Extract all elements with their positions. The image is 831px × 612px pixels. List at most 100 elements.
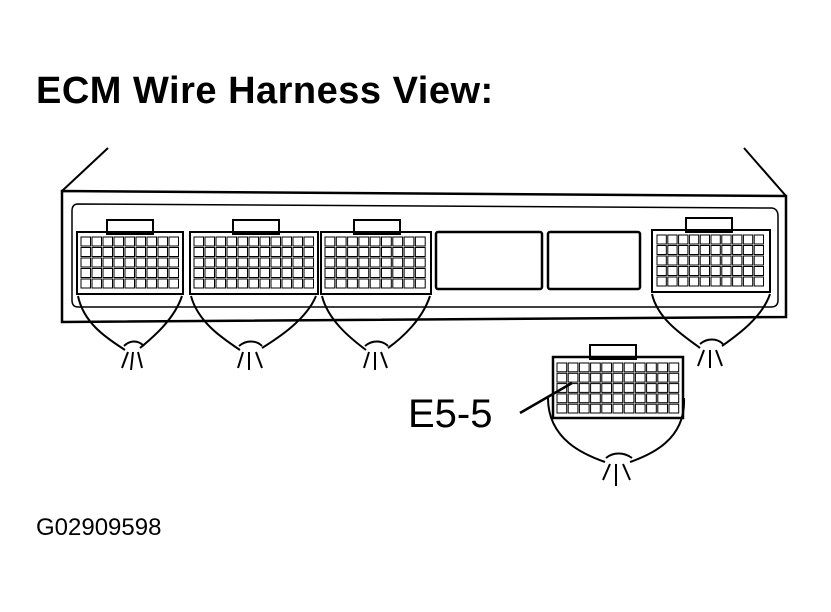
connector-pin-cell — [710, 234, 721, 245]
connector-pin-cell — [358, 247, 370, 257]
connector-pin-cell — [80, 268, 91, 278]
connector-pin-cell — [358, 236, 370, 247]
connector-pin-cell — [732, 276, 743, 287]
connector-pin-cell — [742, 234, 754, 245]
connector-pin-cell — [667, 276, 678, 287]
connector-pin-cell — [742, 255, 754, 266]
connector-pin-cell — [381, 268, 392, 278]
connector-pin-cell — [157, 278, 168, 289]
connector-pin-cell — [113, 247, 124, 257]
connector-pin-cell — [193, 236, 204, 247]
connector-pin-cell — [753, 245, 765, 255]
connector-pin-cell — [667, 234, 678, 245]
connector-pin-cell — [237, 247, 248, 257]
connector-pin-cell — [590, 383, 601, 393]
connector-pin-cell — [146, 257, 157, 268]
connector-pin-cell — [168, 278, 179, 289]
ecm-housing — [60, 147, 788, 324]
connector-pin-cell — [80, 236, 91, 247]
connector-pin-cell — [281, 236, 292, 247]
harness-1 — [77, 295, 183, 371]
connector-pin-cell — [347, 268, 358, 278]
connector-pin-cell — [601, 393, 612, 404]
connector-pin-cell — [567, 362, 579, 373]
connector-pin-cell — [414, 268, 426, 278]
connector-pin-cell — [113, 236, 124, 247]
connector-pin-cell — [688, 266, 700, 276]
connector-pin-cell — [157, 268, 168, 278]
connector-pin-cell — [91, 278, 102, 289]
connector-pin-cell — [732, 245, 743, 255]
figure-code: G02909598 — [36, 514, 162, 541]
connector-pin-cell — [135, 278, 146, 289]
connector-pin-cell — [135, 268, 146, 278]
connector-pin-cell — [270, 236, 281, 247]
connector-pin-cell — [381, 236, 392, 247]
connector-pin-cell — [656, 266, 667, 276]
connector-pin-cell — [742, 276, 754, 287]
connector-pin-cell — [237, 236, 248, 247]
connector-3 — [320, 219, 432, 295]
connector-pin-cell — [102, 247, 113, 257]
connector-pin-cell — [590, 372, 601, 383]
connector-pin-cell — [237, 278, 248, 289]
connector-pin-cell — [193, 268, 204, 278]
connector-pin-cell — [215, 257, 226, 268]
connector-pin-cell — [124, 236, 135, 247]
connector-pin-cell — [369, 247, 381, 257]
connector-pin-cell — [324, 257, 336, 268]
connector-pin-cell — [248, 236, 259, 247]
connector-pin-cell — [646, 383, 657, 393]
callout-leader-line — [519, 381, 573, 415]
connector-pin-cell — [742, 245, 754, 255]
harness-4 — [651, 293, 771, 368]
connector-pin-cell — [567, 403, 579, 414]
connector-pin-cell — [303, 247, 314, 257]
connector-pin-cell — [324, 236, 336, 247]
connector-1 — [76, 219, 184, 295]
connector-pin-cell — [168, 247, 179, 257]
connector-pin-cell — [612, 362, 624, 373]
connector-pin-cell — [556, 383, 568, 393]
connector-pin-cell — [168, 268, 179, 278]
connector-pin-cell — [281, 247, 292, 257]
harness-2 — [190, 295, 317, 370]
connector-pin-cell — [556, 393, 568, 404]
connector-pin-cell — [193, 247, 204, 257]
connector-pin-cell — [753, 276, 765, 287]
connector-pin-cell — [392, 236, 404, 247]
connector-pin-cell — [678, 234, 689, 245]
connector-pin-cell — [369, 278, 381, 289]
connector-pin-cell — [678, 245, 689, 255]
connector-pin-cell — [259, 247, 270, 257]
connector-pin-cell — [392, 247, 404, 257]
connector-pin-cell — [204, 236, 215, 247]
connector-pin-cell — [113, 268, 124, 278]
connector-pin-cell — [303, 278, 314, 289]
connector-pin-cell — [710, 255, 721, 266]
connector-pin-cell — [168, 257, 179, 268]
harness-3 — [321, 295, 431, 370]
connector-pin-cell — [347, 247, 358, 257]
connector-pin-cell — [601, 403, 612, 414]
connector-pin-cell — [403, 236, 415, 247]
connector-pin-cell — [556, 403, 568, 414]
connector-pin-cell — [347, 257, 358, 268]
connector-pin-cell — [157, 236, 168, 247]
connector-pin-cell — [226, 257, 237, 268]
connector-pin-cell — [392, 278, 404, 289]
connector-pin-cell — [699, 234, 711, 245]
connector-pin-cell — [753, 255, 765, 266]
connector-pin-cell — [215, 247, 226, 257]
connector-pin-cell — [270, 278, 281, 289]
connector-pin-cell — [146, 268, 157, 278]
connector-pin-cell — [678, 266, 689, 276]
connector-pin-cell — [358, 268, 370, 278]
connector-pin-cell — [124, 247, 135, 257]
connector-pin-cell — [270, 257, 281, 268]
connector-pin-cell — [91, 236, 102, 247]
connector-pin-cell — [358, 278, 370, 289]
connector-pin-cell — [204, 257, 215, 268]
connector-pin-cell — [612, 393, 624, 404]
connector-pin-cell — [146, 236, 157, 247]
